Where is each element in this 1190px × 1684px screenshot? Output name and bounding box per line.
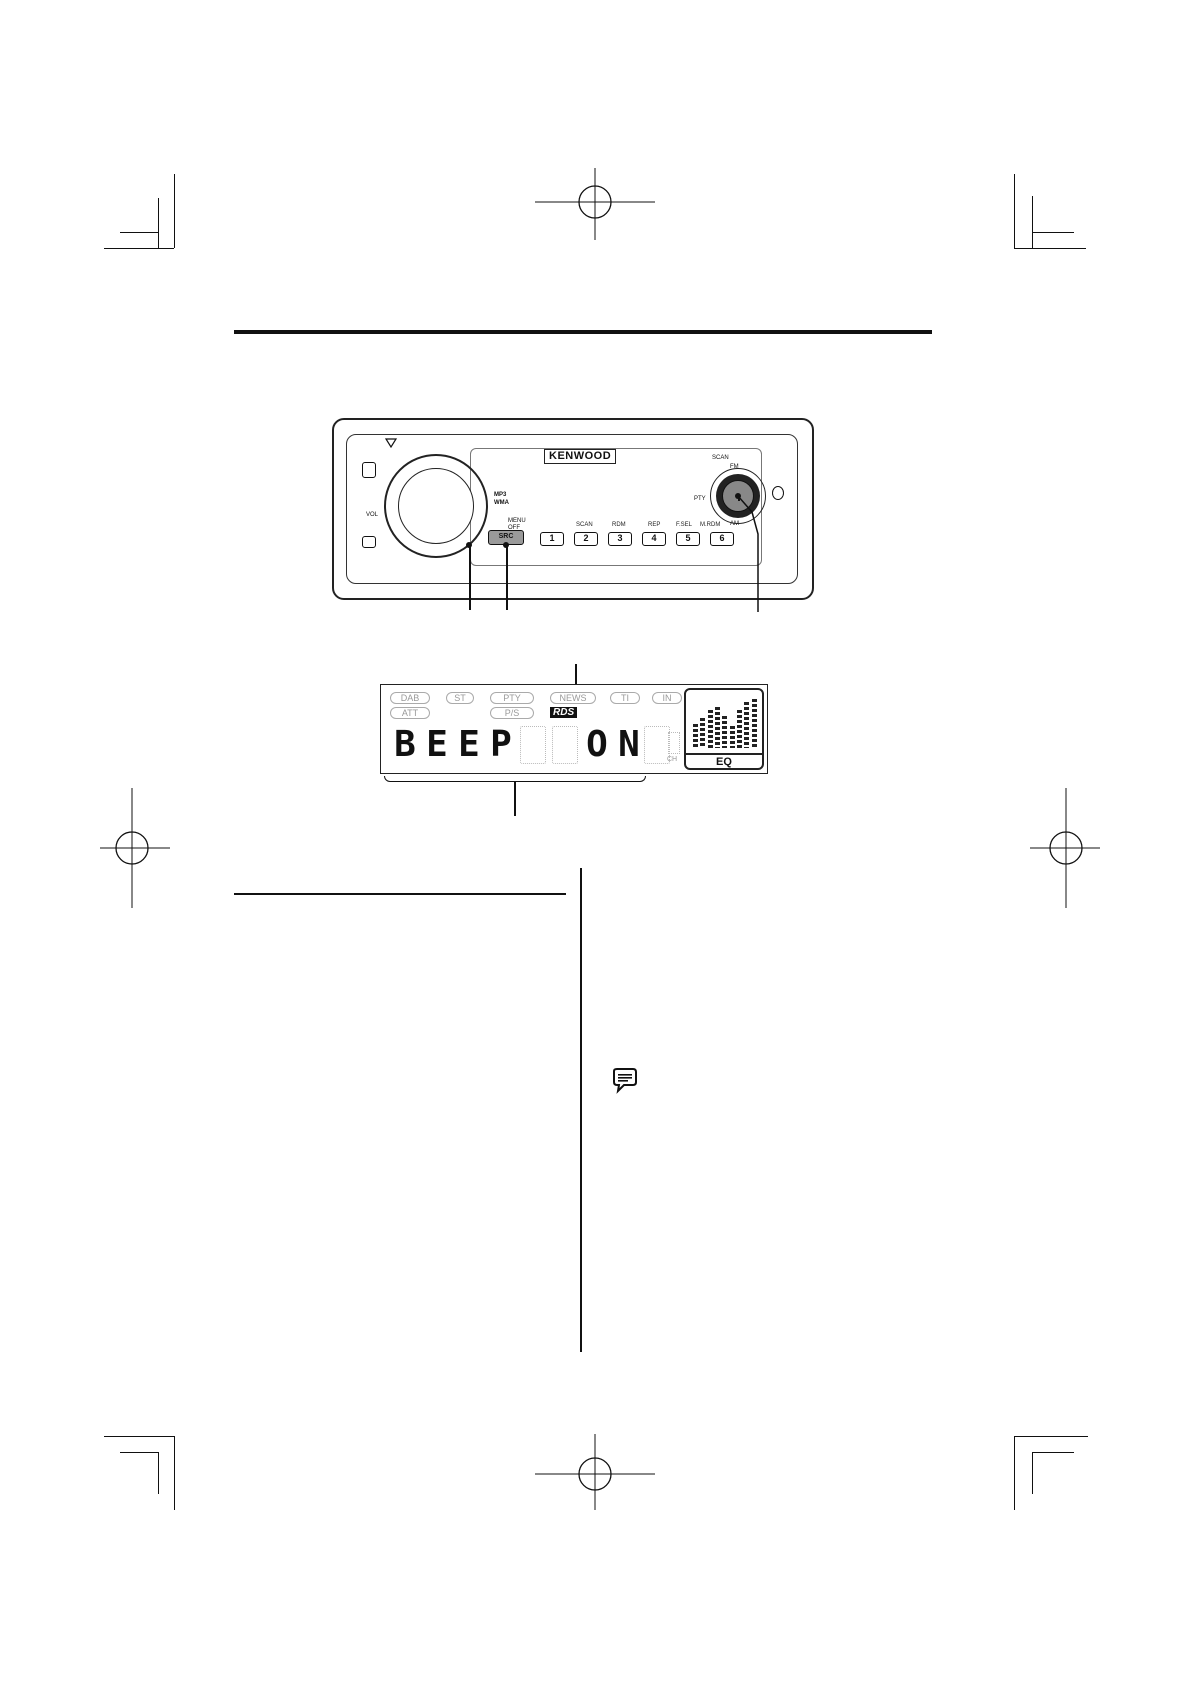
crop-mark [1032, 232, 1074, 233]
display-char-6 [552, 726, 578, 764]
eq-label: EQ [686, 753, 762, 769]
wma-logo: WMA [494, 500, 509, 506]
eq-bar [693, 724, 698, 748]
volume-knob[interactable] [398, 468, 474, 544]
display-char-3: E [458, 724, 480, 765]
crop-mark [1032, 1452, 1074, 1453]
eq-bar [752, 699, 757, 748]
callout-line-display-text [514, 782, 516, 816]
crop-mark [1032, 196, 1033, 248]
crop-mark [104, 248, 174, 249]
callout-dot-src [503, 542, 509, 548]
eq-bar [700, 718, 705, 748]
crop-mark [1014, 174, 1015, 248]
eq-bar [730, 726, 735, 748]
rds-logo: RDS [550, 707, 578, 718]
header-rule [234, 330, 932, 334]
crop-mark [1014, 1436, 1088, 1437]
crop-mark [174, 174, 175, 248]
display-char-1: B [394, 724, 416, 765]
crop-mark [174, 1436, 175, 1510]
indicator-ti: TI [610, 692, 640, 704]
crop-mark [120, 1452, 158, 1453]
display-char-7: O [586, 724, 608, 765]
registration-mark-left [100, 788, 170, 908]
display-char-8: N [618, 724, 640, 765]
indicator-in: IN [652, 692, 682, 704]
eq-bar [737, 710, 742, 748]
preset-label-scan: SCAN [576, 522, 593, 528]
preset-label-mrdm: M.RDM [700, 522, 721, 528]
crop-mark [1032, 1452, 1033, 1494]
preset-label-rep: REP [648, 522, 661, 528]
crop-mark [1014, 1436, 1015, 1510]
eq-bar [744, 702, 749, 748]
preset-button-6[interactable]: 6 [710, 532, 734, 546]
indicator-pty: PTY [490, 692, 534, 704]
src-button-label: SRC [498, 533, 514, 540]
display-char-9 [644, 726, 670, 764]
crop-mark [158, 1452, 159, 1494]
column-divider [580, 868, 582, 1352]
section-rule [234, 893, 566, 895]
preset-button-5[interactable]: 5 [676, 532, 700, 546]
indicator-att: ATT [390, 707, 430, 719]
fm-label: FM [730, 464, 739, 470]
registration-mark-top [535, 168, 655, 240]
display-small-digit [668, 732, 680, 754]
crop-mark [158, 198, 159, 248]
registration-mark-right [1030, 788, 1100, 908]
preset-button-3[interactable]: 3 [608, 532, 632, 546]
preset-button-1[interactable]: 1 [540, 532, 564, 546]
scan-label: SCAN [712, 455, 729, 461]
crop-mark [104, 1436, 174, 1437]
indicator-news: NEWS [550, 692, 596, 704]
callout-dot-reset [466, 542, 472, 548]
volume-knob-ring [384, 454, 488, 558]
off-label: OFF [508, 525, 520, 531]
brand-logo: KENWOOD [544, 449, 617, 464]
preset-button-2[interactable]: 2 [574, 532, 598, 546]
preset-button-4[interactable]: 4 [642, 532, 666, 546]
preset-label-rdm: RDM [612, 522, 626, 528]
preset-label-fsel: F.SEL [676, 522, 693, 528]
eq-graphic [684, 688, 764, 770]
callout-line-src [506, 546, 508, 610]
crop-mark [120, 232, 158, 233]
pty-label: PTY [694, 496, 706, 502]
indicator-st: ST [446, 692, 474, 704]
callout-line-reset [469, 546, 471, 610]
registration-mark-bottom [535, 1434, 655, 1510]
control-knob[interactable] [722, 480, 754, 512]
left-side-button-top[interactable] [362, 462, 376, 478]
speech-bubble-note-icon [613, 1068, 637, 1094]
control-knob-ring [710, 468, 766, 524]
ch-label: CH [667, 756, 678, 763]
eject-icon[interactable] [385, 438, 397, 448]
callout-line-knob [738, 497, 740, 501]
display-char-2: E [426, 724, 448, 765]
indicator-dab: DAB [390, 692, 430, 704]
indicator-ps: P/S [490, 707, 534, 719]
right-side-button[interactable] [772, 486, 784, 500]
callout-line-knob-path [737, 495, 759, 612]
eq-bar [708, 710, 713, 748]
display-char-4: P [490, 724, 512, 765]
left-side-button-bottom[interactable] [362, 536, 376, 548]
menu-label: MENU [508, 518, 526, 524]
volume-label: VOL [366, 512, 379, 518]
mp3-logo: MP3 [494, 492, 507, 498]
eq-spectrum [692, 694, 758, 748]
display-char-5 [520, 726, 546, 764]
am-label: AM [730, 521, 739, 527]
faceplate-inner-frame [346, 434, 798, 584]
eq-bar [715, 707, 720, 748]
eq-bar [722, 716, 727, 748]
crop-mark [1014, 248, 1086, 249]
